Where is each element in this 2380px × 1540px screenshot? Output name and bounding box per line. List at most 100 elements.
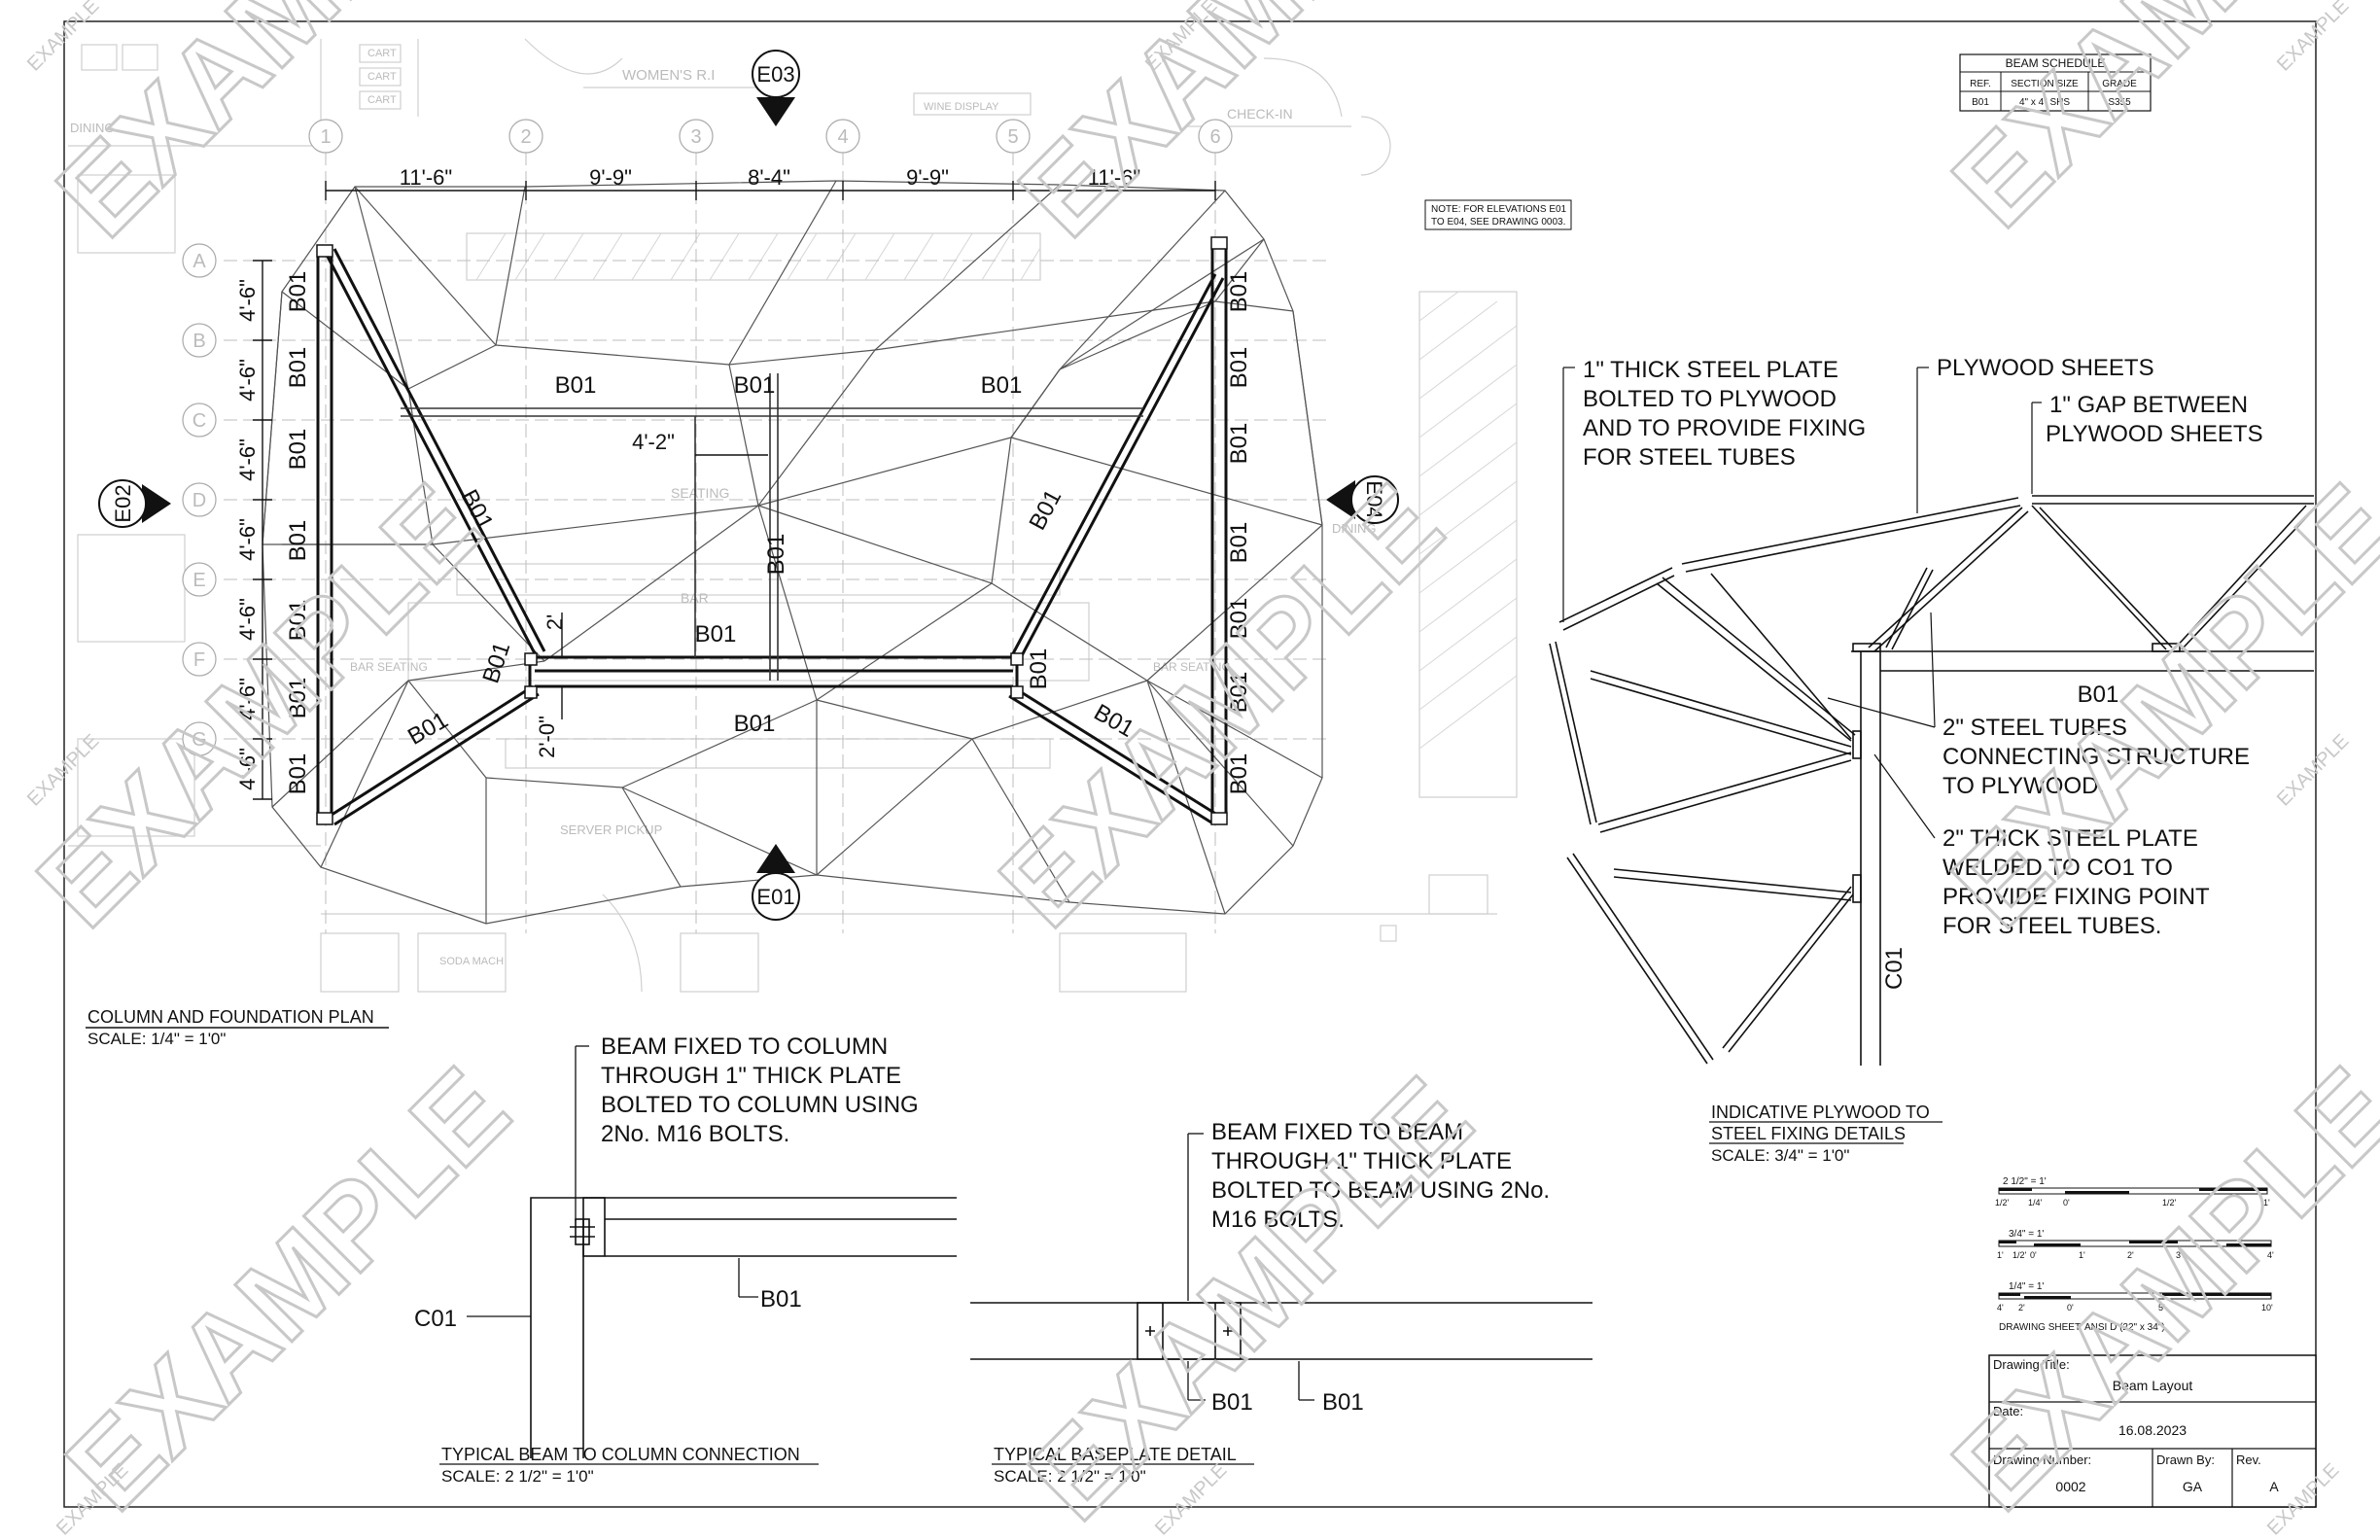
secondary-beams <box>401 373 1143 681</box>
svg-text:SERVER PICKUP: SERVER PICKUP <box>560 822 662 837</box>
beam-tag: B01 <box>695 621 737 648</box>
svg-text:DINING: DINING <box>1332 521 1377 536</box>
svg-text:2No. M16 BOLTS.: 2No. M16 BOLTS. <box>601 1121 789 1147</box>
beam-tag: B01 <box>1024 485 1067 534</box>
svg-text:1': 1' <box>2263 1198 2270 1208</box>
background-floorplan <box>68 38 1518 993</box>
svg-text:10': 10' <box>2261 1303 2273 1312</box>
beam-column-text: BEAM FIXED TO COLUMN THROUGH 1" THICK PL… <box>414 1033 919 1486</box>
drawing-date: 16.08.2023 <box>2118 1422 2187 1438</box>
beam-column-scale: SCALE: 2 1/2" = 1'0" <box>441 1467 594 1486</box>
watermark: EXAMPLE <box>996 0 1487 261</box>
grid-label-1: 1 <box>320 126 331 148</box>
dim-top-1: 11'-6" <box>400 165 452 190</box>
grid-label-e: E <box>192 570 205 591</box>
background-hatching <box>475 232 1518 750</box>
grid-label-5: 5 <box>1007 126 1018 148</box>
svg-text:BAR SEATING: BAR SEATING <box>350 660 428 674</box>
plan-title-block: COLUMN AND FOUNDATION PLAN SCALE: 1/4" =… <box>86 1007 389 1048</box>
svg-text:FOR STEEL TUBES.: FOR STEEL TUBES. <box>1942 913 2161 939</box>
column-tag: C01 <box>414 1306 457 1332</box>
beam-column-leaders <box>467 1045 758 1317</box>
background-labels: CART CART CART WOMEN'S R.I WINE DISPLAY … <box>70 48 1377 967</box>
baseplate-leaders <box>1187 1133 1314 1401</box>
dim-side-1: 4'-6" <box>235 279 260 322</box>
svg-text:4': 4' <box>1997 1303 2004 1312</box>
svg-text:TO PLYWOOD.: TO PLYWOOD. <box>1942 773 2105 799</box>
grid-label-3: 3 <box>690 126 701 148</box>
svg-text:THROUGH 1" THICK PLATE: THROUGH 1" THICK PLATE <box>1211 1148 1512 1174</box>
grid-label-d: D <box>192 490 206 511</box>
watermark-small: EXAMPLE <box>23 0 103 76</box>
beam-schedule: BEAM SCHEDULE REF. SECTION SIZE GRADE B0… <box>1959 53 2152 112</box>
svg-text:FOR STEEL TUBES: FOR STEEL TUBES <box>1583 444 1796 471</box>
svg-text:BOLTED TO COLUMN USING: BOLTED TO COLUMN USING <box>601 1092 919 1118</box>
beam-tag: B01 <box>285 600 311 642</box>
svg-text:Drawing Number:: Drawing Number: <box>1993 1452 2091 1467</box>
watermark-small: EXAMPLE <box>2273 730 2353 810</box>
watermark: EXAMPLE <box>976 460 1467 951</box>
scale-bars: 2 1/2" = 1' 1/2' 1/4' 0' 1/2' 1' 3/4" = … <box>1995 1176 2274 1333</box>
beam-tag: B01 <box>1226 522 1252 564</box>
drawn-by: GA <box>2183 1479 2203 1494</box>
svg-text:S355: S355 <box>2108 97 2131 108</box>
svg-text:Rev.: Rev. <box>2236 1452 2261 1467</box>
svg-text:SEATING: SEATING <box>671 485 729 501</box>
beam-tag: B01 <box>285 347 311 389</box>
svg-text:AND TO PROVIDE FIXING: AND TO PROVIDE FIXING <box>1583 415 1866 441</box>
svg-text:BOLTED TO BEAM USING 2No.: BOLTED TO BEAM USING 2No. <box>1211 1177 1550 1204</box>
grid-label-2: 2 <box>520 126 531 148</box>
beam-tag: B01 <box>1226 672 1252 714</box>
dim-side-5: 4'-6" <box>235 598 260 641</box>
beam-tag: B01 <box>981 372 1023 399</box>
svg-text:TO E04, SEE DRAWING 0003.: TO E04, SEE DRAWING 0003. <box>1431 217 1565 228</box>
dim-top-5: 11'-6" <box>1088 165 1140 190</box>
beam-tag: B01 <box>477 639 515 686</box>
watermark-layer: EXAMPLE EXAMPLE EXAMPLE EXAMPLE EXAMPLE … <box>12 0 2380 1540</box>
beam-frame <box>316 243 1228 826</box>
svg-text:E02: E02 <box>111 484 135 522</box>
svg-text:NOTE: FOR ELEVATIONS E01: NOTE: FOR ELEVATIONS E01 <box>1431 204 1567 215</box>
beam-tag: B01 <box>1226 598 1252 640</box>
grid-label-f: F <box>193 649 205 671</box>
svg-text:2': 2' <box>2127 1250 2134 1260</box>
svg-text:SECTION SIZE: SECTION SIZE <box>2011 79 2079 89</box>
svg-text:1': 1' <box>2079 1250 2085 1260</box>
svg-text:CART: CART <box>368 94 397 106</box>
beam-tag: B01 <box>763 534 789 576</box>
svg-text:1/4': 1/4' <box>2028 1198 2043 1208</box>
beam-tag: B01 <box>1226 753 1252 795</box>
dim-side-6: 4'-6" <box>235 678 260 720</box>
svg-text:1" THICK STEEL PLATE: 1" THICK STEEL PLATE <box>1583 357 1838 383</box>
fixing-leaders <box>1562 367 2042 839</box>
elevation-marker-e02: E02 <box>98 479 171 528</box>
svg-text:5': 5' <box>2158 1303 2165 1312</box>
plan-scale: SCALE: 1/4" = 1'0" <box>88 1030 226 1048</box>
svg-text:E01: E01 <box>756 885 794 909</box>
svg-text:Drawing Title:: Drawing Title: <box>1993 1357 2070 1372</box>
watermark-small: EXAMPLE <box>2273 0 2353 76</box>
beam-tag: B01 <box>734 711 776 737</box>
svg-text:0': 0' <box>2063 1198 2070 1208</box>
svg-text:Drawn By:: Drawn By: <box>2156 1452 2215 1467</box>
dim-top-4: 9'-9" <box>906 165 949 190</box>
dim-top-2: 9'-9" <box>589 165 632 190</box>
dim-side-7: 4'-6" <box>235 748 260 790</box>
svg-text:M16 BOLTS.: M16 BOLTS. <box>1211 1207 1345 1233</box>
svg-text:2 1/2" = 1': 2 1/2" = 1' <box>2003 1176 2047 1187</box>
svg-text:PROVIDE FIXING POINT: PROVIDE FIXING POINT <box>1942 884 2210 910</box>
beam-column-title: TYPICAL BEAM TO COLUMN CONNECTION <box>441 1445 800 1464</box>
title-block: Drawing Title: Beam Layout Date: 16.08.2… <box>1988 1354 2317 1508</box>
svg-text:SCALE: 3/4" = 1'0": SCALE: 3/4" = 1'0" <box>1711 1146 1849 1165</box>
svg-text:4" x 4" SHS: 4" x 4" SHS <box>2019 97 2070 108</box>
column-markers <box>316 236 1228 825</box>
dim-side-2: 4'-6" <box>235 359 260 402</box>
plan-note: NOTE: FOR ELEVATIONS E01 TO E04, SEE DRA… <box>1424 199 1572 230</box>
dim-inner-2: 2' <box>542 614 567 630</box>
svg-text:0': 0' <box>2067 1303 2074 1312</box>
beam-tag: B01 <box>285 520 311 562</box>
beam-tag: B01 <box>760 1286 802 1312</box>
beam-tag: B01 <box>1322 1389 1364 1416</box>
dim-side-3: 4'-6" <box>235 438 260 481</box>
svg-text:1/2': 1/2' <box>2162 1198 2177 1208</box>
